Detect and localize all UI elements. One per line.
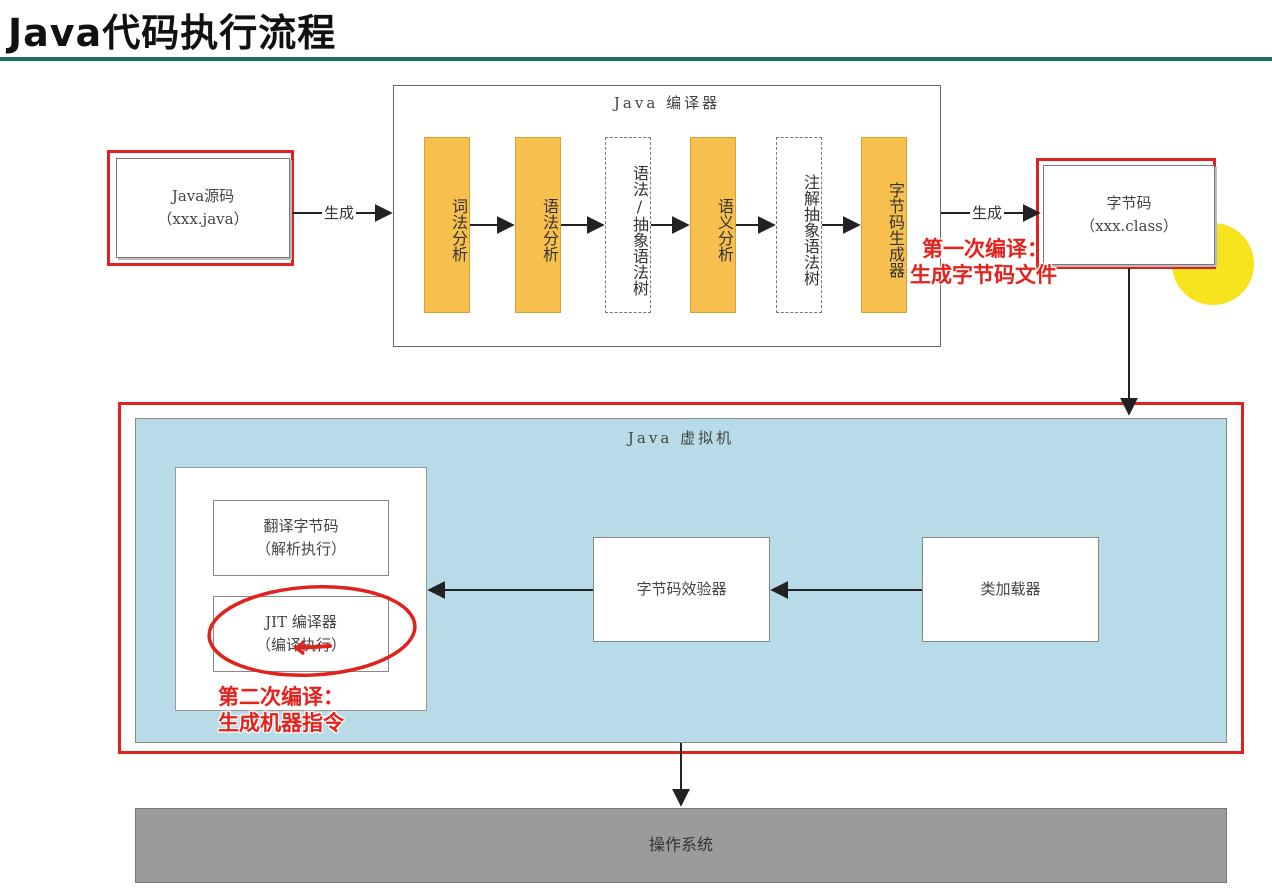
annotation-second-compile: 第二次编译： 生成机器指令	[218, 684, 344, 736]
java-compiler-label: Java 编译器	[613, 94, 721, 112]
bytecode-verifier-node: 字节码效验器	[593, 537, 770, 642]
operating-system-node: 操作系统	[135, 808, 1227, 883]
bytecode-title: 字节码	[1106, 193, 1152, 212]
bytecode-verifier-label: 字节码效验器	[636, 579, 727, 598]
class-loader-label: 类加载器	[980, 579, 1041, 598]
stage-bytecode-generator: 字节码生成器	[861, 137, 907, 313]
stage-bytecode-generator-label: 字节码生成器	[886, 182, 905, 278]
interpreter-title: 翻译字节码	[263, 516, 339, 535]
jit-highlight-ellipse	[207, 584, 417, 678]
stage-semantic-analysis: 语义分析	[690, 137, 736, 313]
stage-annotated-tree-label: 注解抽象语法树	[801, 174, 820, 286]
stage-syntax-analysis-label: 语法分析	[540, 198, 559, 262]
stage-lexical-analysis-label: 词法分析	[449, 198, 468, 262]
title-divider	[0, 57, 1272, 61]
java-source-file: （xxx.java）	[157, 210, 249, 228]
stage-syntax-tree: 语法/抽象语法树	[605, 137, 651, 313]
jvm-label: Java 虚拟机	[627, 429, 735, 447]
interpreter-mode: （解析执行）	[255, 540, 346, 558]
bytecode-file: （xxx.class）	[1080, 217, 1178, 235]
jit-red-mark	[294, 644, 332, 650]
stage-annotated-tree: 注解抽象语法树	[776, 137, 822, 313]
edge-label-generate-right: 生成	[970, 202, 1005, 223]
annotation-second-compile-line1: 第二次编译：	[218, 685, 344, 709]
edge-label-generate-left: 生成	[322, 202, 357, 223]
stage-syntax-analysis: 语法分析	[515, 137, 561, 313]
annotation-second-compile-line2: 生成机器指令	[218, 711, 344, 735]
annotation-first-compile: 第一次编译： 生成字节码文件	[910, 236, 1057, 288]
stage-lexical-analysis: 词法分析	[424, 137, 470, 313]
bytecode-node: 字节码 （xxx.class）	[1043, 165, 1215, 265]
class-loader-node: 类加载器	[922, 537, 1099, 642]
java-source-node: Java源码 （xxx.java）	[116, 158, 290, 258]
annotation-first-compile-line1: 第一次编译：	[922, 237, 1048, 261]
stage-syntax-tree-label: 语法/抽象语法树	[630, 164, 649, 296]
operating-system-label: 操作系统	[648, 835, 713, 855]
stage-semantic-analysis-label: 语义分析	[715, 198, 734, 262]
java-source-title: Java源码	[171, 186, 235, 205]
jit-red-mark-head	[293, 640, 305, 656]
page-title: Java代码执行流程	[8, 11, 337, 55]
interpreter-node: 翻译字节码 （解析执行）	[213, 500, 389, 576]
source-highlight-frame	[107, 150, 294, 266]
annotation-first-compile-line2: 生成字节码文件	[910, 263, 1057, 287]
jit-compiler-title: JIT 编译器	[265, 612, 337, 631]
